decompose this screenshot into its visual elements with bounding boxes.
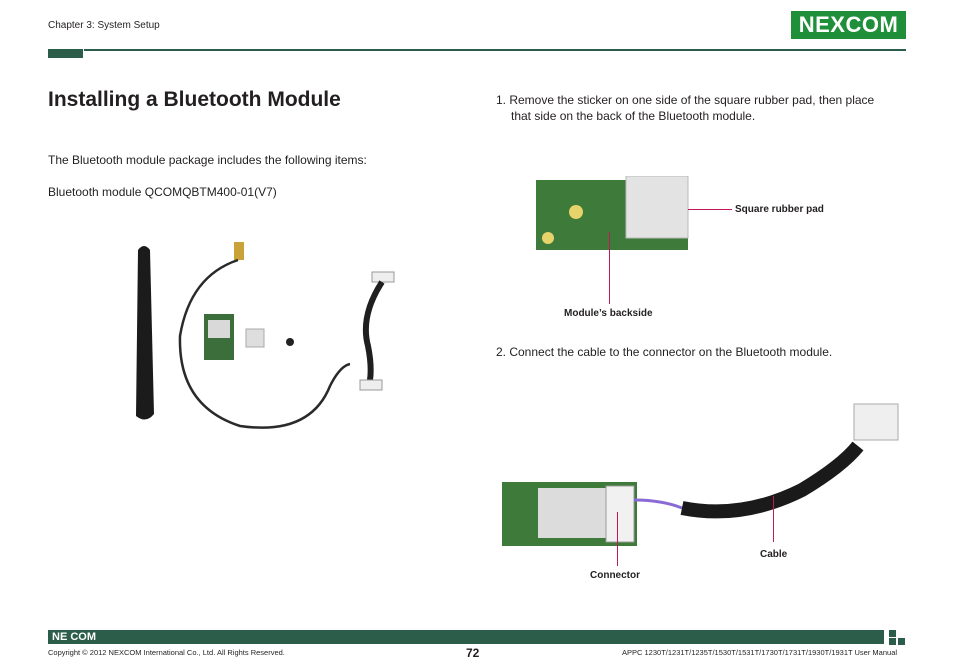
cable-leader-line [773, 496, 774, 542]
footer-square-icon [898, 638, 905, 645]
package-intro: The Bluetooth module package includes th… [48, 153, 367, 167]
manual-name: APPC 1230T/1231T/1235T/1530T/1531T/1730T… [622, 648, 898, 657]
rubber-pad [245, 328, 265, 348]
chapter-label: Chapter 3: System Setup [48, 20, 160, 31]
footer-bar [48, 630, 884, 644]
package-item: Bluetooth module QCOMQBTM400-01(V7) [48, 185, 277, 199]
label-square-rubber-pad: Square rubber pad [735, 204, 824, 215]
cable-connector-top [371, 271, 395, 283]
cable [680, 441, 864, 519]
footer-square-icon [889, 630, 896, 637]
module-connector [605, 485, 635, 543]
footer-logo: NE COM [52, 631, 96, 643]
cable-end-connector [853, 403, 899, 441]
step-1-text-continued: that side on the back of the Bluetooth m… [511, 109, 756, 123]
page-title: Installing a Bluetooth Module [48, 88, 341, 111]
footer-square-icon [889, 638, 896, 645]
connector-leader-line [617, 512, 618, 566]
sma-connector [234, 242, 244, 260]
cable-connector-bottom [359, 379, 383, 391]
pad-leader-line [688, 209, 732, 210]
antenna [136, 246, 154, 420]
copyright: Copyright © 2012 NEXCOM International Co… [48, 648, 285, 657]
square-rubber-pad [625, 176, 689, 239]
antenna-cable [178, 258, 351, 429]
module-backside-photo [536, 176, 689, 250]
step-2-text: 2. Connect the cable to the connector on… [496, 345, 833, 359]
screw [286, 338, 294, 346]
label-module-backside: Module’s backside [564, 308, 653, 319]
logo-text: NEXCOM [798, 12, 899, 37]
nexcom-logo: NEXCOM [791, 11, 906, 39]
module-with-cable-photo [502, 403, 899, 546]
label-connector: Connector [590, 570, 640, 581]
package-contents-photo [136, 242, 395, 429]
header-accent-block [48, 49, 83, 58]
step-1-text: 1. Remove the sticker on one side of the… [496, 93, 875, 107]
backside-leader-line [609, 232, 610, 304]
label-cable: Cable [760, 549, 788, 560]
internal-cable [362, 280, 385, 381]
page-number: 72 [466, 646, 480, 660]
header-divider [84, 49, 906, 51]
